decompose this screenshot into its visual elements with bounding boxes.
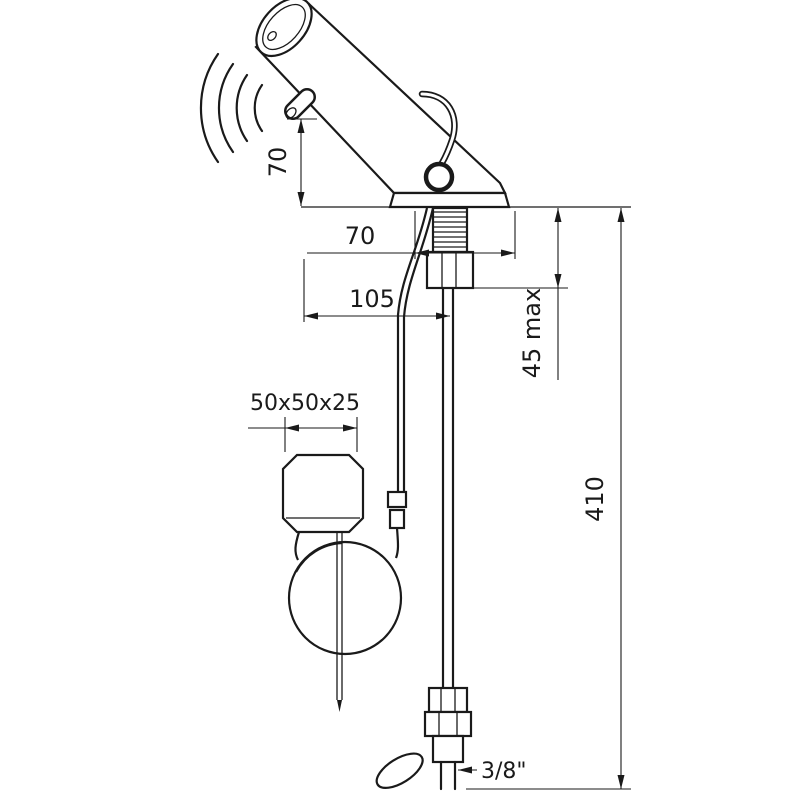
dim-70-vertical-label: 70 [264, 147, 292, 178]
control-box [281, 453, 365, 534]
stop-valve [375, 734, 465, 791]
flexible-hose [396, 207, 429, 492]
sensor-cap [255, 0, 313, 58]
base-flange [388, 191, 511, 209]
supply-pipe-assembly [375, 286, 473, 791]
hose-and-cable [281, 207, 435, 712]
spout-outlet [284, 88, 316, 120]
dim-50x50x25: 50x50x25 [248, 391, 360, 452]
dim-inlet-connection: 3/8" [458, 759, 527, 784]
cable-loop [287, 527, 403, 656]
dim-70-horizontal: 70 [307, 211, 516, 259]
cable-end [336, 532, 343, 712]
threaded-shank [431, 206, 469, 254]
dim-410: 410 [466, 208, 631, 790]
sensor-led-icon [267, 30, 277, 42]
sensor-waves-icon [199, 52, 264, 164]
lock-nut [425, 250, 475, 290]
dim-box-label: 50x50x25 [250, 391, 360, 416]
dimensions: 70 70 105 45 max 410 [248, 118, 631, 790]
dim-70-horizontal-label: 70 [345, 222, 376, 250]
dim-105-label: 105 [349, 285, 395, 313]
valve-handle [375, 752, 424, 789]
dim-45-max: 45 max [474, 208, 568, 380]
faucet-body [199, 0, 511, 209]
dim-inlet-label: 3/8" [481, 759, 527, 784]
cable-connector [386, 490, 408, 530]
hook-and-ring [418, 90, 458, 193]
dim-105: 105 [303, 259, 450, 322]
dim-45-max-label: 45 max [518, 288, 546, 378]
dim-70-vertical: 70 [264, 118, 317, 206]
compression-fitting [423, 686, 473, 738]
dim-410-label: 410 [581, 476, 609, 522]
